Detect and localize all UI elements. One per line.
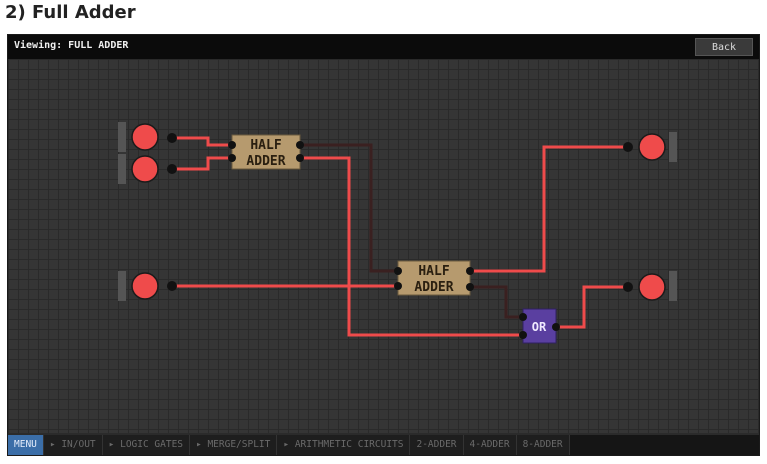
circuit-diagram: HALF ADDER HALF ADDER OR bbox=[118, 122, 677, 344]
half-adder-2-line1: HALF bbox=[418, 264, 449, 279]
tab-logic-gates[interactable]: ▸ LOGIC GATES bbox=[102, 435, 191, 455]
tab-menu[interactable]: MENU bbox=[8, 435, 44, 455]
output-node-sum bbox=[623, 133, 666, 161]
output-sum-holder bbox=[669, 132, 677, 162]
or-gate-label: OR bbox=[532, 320, 547, 334]
output-node-carry-out bbox=[623, 273, 666, 301]
half-adder-2-line2: ADDER bbox=[414, 280, 453, 295]
input-b-holder bbox=[118, 154, 126, 184]
top-bar: Viewing: FULL ADDER Back bbox=[8, 35, 759, 59]
input-node-a[interactable] bbox=[131, 123, 177, 151]
half-adder-1-line1: HALF bbox=[250, 138, 281, 153]
tab-2-adder[interactable]: 2-ADDER bbox=[410, 435, 464, 455]
input-a-holder bbox=[118, 122, 126, 152]
input-c-holder bbox=[118, 271, 126, 301]
tab-in-out[interactable]: ▸ IN/OUT bbox=[43, 435, 103, 455]
tab-merge-split[interactable]: ▸ MERGE/SPLIT bbox=[190, 435, 278, 455]
input-node-b[interactable] bbox=[131, 155, 177, 183]
circuit-canvas[interactable]: HALF ADDER HALF ADDER OR bbox=[8, 59, 759, 433]
inactive-wires bbox=[300, 143, 523, 319]
half-adder-1[interactable]: HALF ADDER bbox=[228, 134, 304, 170]
tab-4-adder[interactable]: 4-ADDER bbox=[463, 435, 517, 455]
tab-arithmetic-circuits[interactable]: ▸ ARITHMETIC CIRCUITS bbox=[277, 435, 411, 455]
active-wires bbox=[171, 136, 628, 337]
page-heading: 2) Full Adder bbox=[5, 2, 136, 23]
tab-8-adder[interactable]: 8-ADDER bbox=[516, 435, 570, 455]
or-gate[interactable]: OR bbox=[519, 308, 560, 344]
simulator-window: Viewing: FULL ADDER Back bbox=[7, 34, 760, 456]
viewing-label: Viewing: FULL ADDER bbox=[14, 40, 129, 51]
bottom-menu-bar: MENU ▸ IN/OUT ▸ LOGIC GATES ▸ MERGE/SPLI… bbox=[8, 435, 759, 455]
half-adder-1-line2: ADDER bbox=[246, 154, 285, 169]
output-carry-holder bbox=[669, 271, 677, 301]
back-button[interactable]: Back bbox=[695, 38, 753, 56]
input-node-carry-in[interactable] bbox=[131, 272, 177, 300]
half-adder-2[interactable]: HALF ADDER bbox=[394, 260, 474, 296]
